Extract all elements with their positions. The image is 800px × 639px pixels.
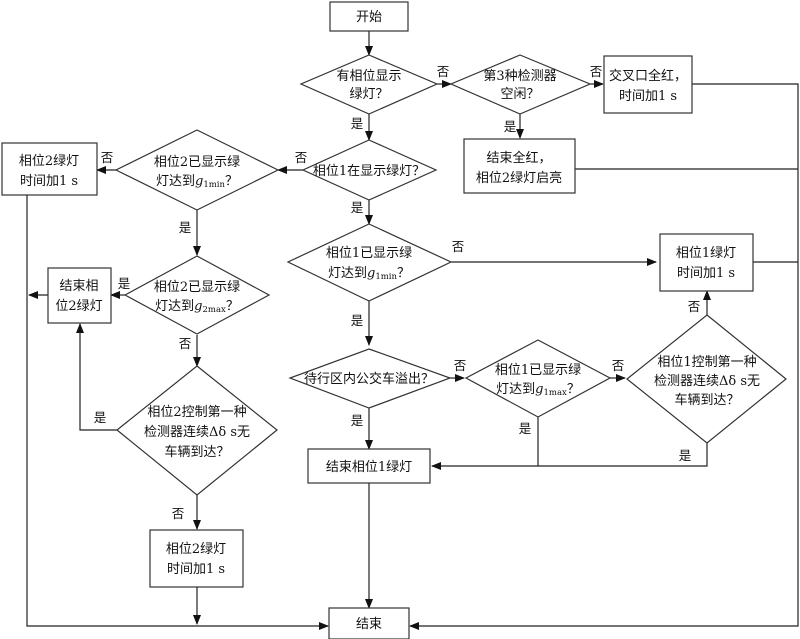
decision-phase2-detector: 相位2控制第一种 检测器连续Δδ s无 车辆到达？: [116, 365, 278, 496]
process-text-line: 结束相: [59, 279, 98, 294]
decision-text-line: 相位1已显示绿: [326, 246, 412, 261]
label-yes: 是: [351, 413, 364, 428]
decision-text-line: 车辆到达？: [164, 444, 229, 460]
process-text-line: 结束全红，: [486, 150, 551, 166]
start-node: 开始: [329, 1, 409, 32]
label-no: 否: [179, 336, 192, 351]
decision-detector3-idle: 第3种检测器 空闲？: [449, 54, 592, 115]
start-label: 开始: [356, 10, 382, 25]
label-no: 否: [454, 358, 467, 373]
decision-text-line: 第3种检测器: [483, 69, 556, 84]
label-yes: 是: [679, 448, 692, 463]
decision-text-line: 相位1已显示绿: [495, 363, 581, 378]
decision-text-line: 灯达到g1max？: [496, 382, 580, 398]
process-text-line: 时间加1 s: [20, 174, 78, 189]
process-text-line: 相位2绿灯: [166, 542, 226, 557]
decision-phase1-green: 相位1在显示绿灯？: [301, 139, 438, 201]
decision-any-green: 有相位显示 绿灯？: [299, 54, 439, 115]
process-end-phase2: 结束相 位2绿灯: [47, 267, 112, 324]
label-yes: 是: [351, 313, 364, 328]
decision-text-line: 相位2已显示绿: [154, 155, 240, 170]
label-yes: 是: [351, 116, 364, 131]
process-text-line: 交叉口全红，: [609, 68, 687, 84]
label-yes: 是: [519, 421, 532, 436]
decision-text-line: 灯达到g1min？: [328, 266, 410, 282]
process-all-red: 交叉口全红， 时间加1 s: [603, 55, 693, 114]
label-no: 否: [172, 506, 185, 521]
decision-phase2-gmax: 相位2已显示绿 灯达到g2max？: [123, 255, 271, 335]
process-text-line: 时间加1 s: [677, 266, 735, 281]
end-node: 结束: [328, 607, 410, 639]
decision-text-line: 相位1控制第一种: [657, 355, 756, 370]
label-no: 否: [688, 299, 701, 314]
process-end-all-red: 结束全红， 相位2绿灯启亮: [463, 138, 576, 194]
decision-phase1-detector: 相位1控制第一种 检测器连续Δδ s无 车辆到达？: [626, 314, 787, 444]
process-phase1-add-time: 相位1绿灯 时间加1 s: [659, 233, 754, 292]
process-text-line: 时间加1 s: [619, 89, 677, 104]
process-text-line: 相位2绿灯: [19, 154, 79, 169]
decision-text-line: 车辆到达？: [674, 392, 739, 408]
edge-labels: 否 否 是 是 否 否 是 是 否 是 否 是 否 否 否 是 是 是 是 否: [94, 64, 701, 521]
edge-phase2-detector-yes: [76, 323, 117, 431]
label-yes: 是: [351, 200, 364, 215]
decision-text-line: 灯达到g2max？: [155, 299, 239, 315]
edge-phase2-add-top-down: [26, 195, 195, 627]
label-no: 否: [452, 239, 465, 254]
decision-phase1-gmin: 相位1已显示绿 灯达到g1min？: [286, 223, 453, 302]
label-no: 否: [437, 64, 450, 79]
process-text-line: 位2绿灯: [55, 299, 102, 314]
decision-text-line: 灯达到g1min？: [156, 174, 238, 190]
decision-text-line: 相位2控制第一种: [147, 405, 246, 420]
end-label: 结束: [356, 617, 382, 632]
connectors: [26, 31, 799, 630]
decision-text-line: 相位2已显示绿: [154, 280, 240, 295]
label-yes: 是: [94, 410, 107, 425]
decision-text-line: 检测器连续Δδ s无: [144, 424, 250, 440]
label-yes: 是: [179, 220, 192, 235]
edge-rail-to-end: [409, 620, 799, 630]
decision-bus-overflow: 待行区内公交车溢出？: [288, 348, 452, 409]
process-phase2-add-time-top: 相位2绿灯 时间加1 s: [1, 142, 98, 196]
decision-text-line: 检测器连续Δδ s无: [654, 373, 760, 389]
edge-all-red-to-rail: [692, 83, 799, 620]
decision-text-line: 空闲？: [500, 87, 539, 102]
label-yes: 是: [504, 119, 517, 134]
decision-text-line: 绿灯？: [349, 87, 388, 102]
decision-text-line: 有相位显示: [336, 69, 401, 84]
process-text-line: 相位1绿灯: [676, 246, 736, 261]
decision-text-line: 相位1在显示绿灯？: [313, 164, 425, 179]
process-text-line: 时间加1 s: [167, 562, 225, 577]
process-phase2-add-time-bottom: 相位2绿灯 时间加1 s: [149, 529, 244, 588]
edge-phase1-detector-yes: [431, 441, 708, 470]
process-end-phase1: 结束相位1绿灯: [307, 448, 431, 484]
label-no: 否: [612, 358, 625, 373]
process-text-line: 结束相位1绿灯: [326, 460, 412, 475]
label-yes: 是: [118, 276, 131, 291]
label-no: 否: [295, 150, 308, 165]
label-no: 否: [101, 150, 114, 165]
process-text-line: 相位2绿灯启亮: [476, 170, 562, 186]
decision-phase2-gmin: 相位2已显示绿 灯达到g1min？: [114, 129, 280, 211]
decision-phase1-gmax: 相位1已显示绿 灯达到g1max？: [464, 339, 612, 418]
decision-text-line: 待行区内公交车溢出？: [304, 371, 434, 387]
label-no: 否: [590, 64, 603, 79]
